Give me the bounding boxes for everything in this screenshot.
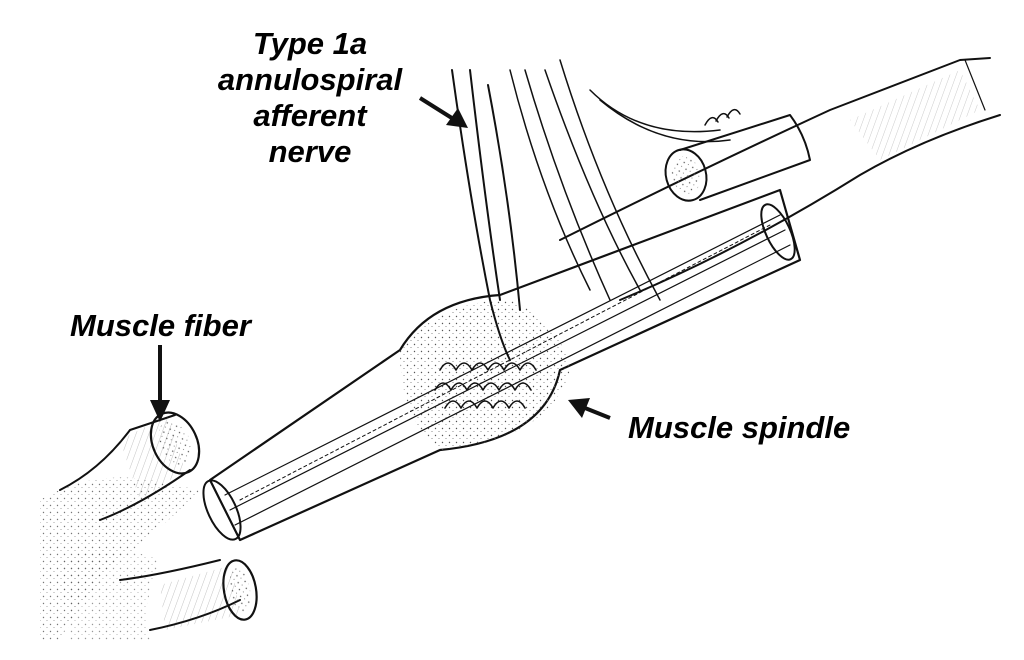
nerve-label-line-4: nerve: [268, 134, 352, 169]
afferent-nerve-bundle: [451, 59, 731, 361]
upper-muscle-fiber: [559, 57, 1001, 301]
nerve-label-line-1: Type 1a: [252, 26, 368, 61]
lower-muscle-fiber: [59, 411, 258, 631]
connective-tissue: [40, 477, 200, 640]
muscle-spindle-label: Muscle spindle: [628, 410, 851, 445]
spindle-capsule: [202, 188, 802, 542]
pointer-arrows: [150, 96, 611, 422]
muscle-fiber-label: Muscle fiber: [70, 308, 251, 343]
nerve-label-line-2: annulospiral: [217, 62, 403, 97]
afferent-nerve-label: Type 1a annulospiral afferent nerve: [200, 26, 420, 170]
cut-fiber-top: [664, 108, 811, 202]
nerve-label-line-3: afferent: [253, 98, 367, 133]
